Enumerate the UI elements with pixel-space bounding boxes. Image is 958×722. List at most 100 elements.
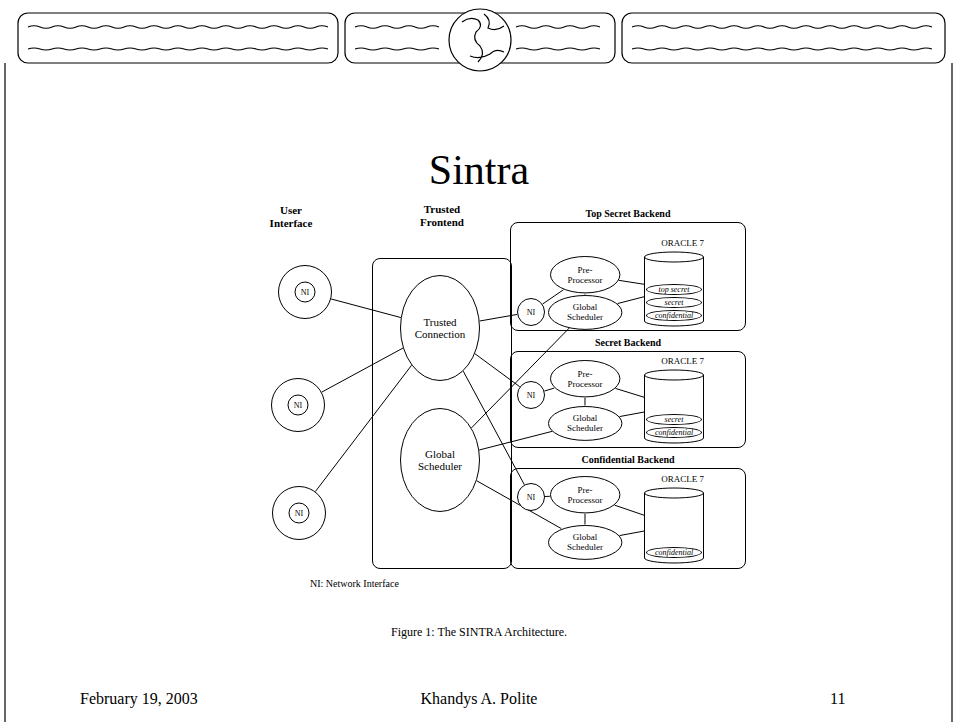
network-interface: NI — [517, 483, 545, 511]
database-layer: top secret — [646, 284, 702, 295]
node-label: Global Scheduler — [561, 302, 609, 322]
database-body: secret confidential — [644, 370, 704, 443]
database-name: ORACLE 7 — [640, 238, 710, 249]
box-heading: Confidential Backend — [528, 454, 728, 466]
node-label-box: Global Scheduler — [548, 406, 622, 441]
node-label-box: Global Scheduler — [548, 525, 622, 560]
cylinder-shape — [645, 488, 704, 563]
header-wave — [632, 48, 932, 50]
database-layer: confidential — [646, 427, 702, 438]
node-label-box: NI — [517, 381, 545, 409]
database-layers: confidential — [646, 500, 702, 558]
header-wave — [516, 48, 600, 50]
cylinder-rim — [645, 257, 704, 262]
process-ellipse: Global Scheduler — [548, 295, 622, 330]
node-outline-shape — [548, 525, 621, 559]
node-label: Pre- Processor — [561, 369, 609, 389]
node-label-box: NI — [278, 265, 332, 319]
node-label: Pre- Processor — [561, 265, 609, 285]
node-outline-shape — [550, 361, 619, 397]
connector — [615, 388, 644, 397]
database-body: top secretsecretconfidential — [644, 252, 704, 326]
node-label: NI — [295, 509, 303, 518]
node-outline-shape — [550, 257, 619, 293]
node-outline-shape — [518, 299, 545, 326]
user-terminal: NI — [271, 378, 325, 432]
node-label-box: NI — [272, 486, 326, 540]
node-label-box: Pre- Processor — [550, 476, 620, 513]
interface-circle — [289, 503, 309, 523]
box-heading: Top Secret Backend — [528, 208, 728, 220]
process-ellipse: Pre- Processor — [550, 256, 620, 293]
header-wave — [355, 26, 439, 29]
footer-text: February 19, 2003 — [80, 690, 198, 708]
database-body: confidential — [644, 488, 704, 563]
box-heading: Trusted Frontend — [410, 203, 474, 229]
node-label: NI — [527, 493, 535, 502]
node-label: Global Scheduler — [410, 448, 470, 472]
database-cylinder: ORACLE 7 top secretsecretconfidential — [640, 238, 710, 326]
slide-border — [951, 63, 952, 722]
user-terminal: NI — [272, 486, 326, 540]
node-label-box: Global Scheduler — [400, 408, 480, 512]
box-heading: Secret Backend — [528, 337, 728, 349]
process-ellipse: Global Scheduler — [400, 408, 480, 512]
system-box: Secret BackendNI Pre- ProcessorGlobal Sch… — [510, 337, 746, 448]
node-outline-shape — [401, 276, 480, 381]
process-ellipse: Trusted Connection — [400, 275, 480, 381]
connector — [615, 505, 644, 515]
node-label-box: Trusted Connection — [400, 275, 480, 381]
cylinder-rim — [645, 375, 704, 380]
connector — [618, 297, 644, 304]
node-label-box: Global Scheduler — [548, 295, 622, 330]
network-interface: NI — [517, 298, 545, 326]
database-layer: confidential — [646, 310, 702, 321]
database-layer: secret — [646, 414, 702, 425]
node-outline-shape — [272, 379, 325, 432]
header-wave — [28, 26, 328, 29]
node-label: NI — [294, 401, 302, 410]
node-outline-shape — [548, 406, 621, 440]
connector — [322, 348, 403, 392]
node-label-box: NI — [517, 483, 545, 511]
header-scroll — [18, 13, 338, 63]
user-terminal: NI — [278, 265, 332, 319]
node-label: Pre- Processor — [561, 485, 609, 505]
connector — [331, 299, 401, 318]
interface-circle — [295, 282, 315, 302]
node-label: Global Scheduler — [561, 532, 609, 552]
connector — [620, 412, 644, 417]
database-cylinder: ORACLE 7 confidential — [640, 474, 710, 563]
node-outline-shape — [548, 295, 621, 329]
globe — [449, 9, 511, 71]
node-outline-shape — [518, 484, 545, 511]
box-border — [510, 222, 746, 331]
network-interface: NI — [517, 381, 545, 409]
database-layers: top secretsecretconfidential — [646, 264, 702, 321]
node-label: NI — [527, 391, 535, 400]
interface-circle — [288, 395, 308, 415]
database-name: ORACLE 7 — [640, 474, 710, 485]
connector — [475, 354, 520, 387]
database-cylinder: ORACLE 7secretconfidential — [640, 356, 710, 443]
process-ellipse: Global Scheduler — [548, 525, 622, 560]
database-layers: secret confidential — [646, 382, 702, 438]
slide-border — [4, 63, 5, 722]
node-outline-shape — [550, 477, 619, 513]
process-ellipse: Pre- Processor — [550, 360, 620, 397]
database-layer: confidential — [646, 547, 702, 558]
figure-label: NI: Network Interface — [310, 578, 399, 589]
node-label: NI — [527, 308, 535, 317]
footer-text: 11 — [830, 690, 845, 708]
node-outline-shape — [279, 266, 332, 319]
footer-text: Khandys A. Polite — [329, 690, 629, 708]
header-wave — [516, 26, 600, 29]
figure-label: User Interface — [258, 204, 324, 230]
node-outline-shape — [273, 487, 326, 540]
connector — [619, 280, 644, 284]
header-wave — [632, 26, 932, 29]
system-box: Confidential BackendNI Pre- ProcessorGlob… — [510, 454, 746, 569]
